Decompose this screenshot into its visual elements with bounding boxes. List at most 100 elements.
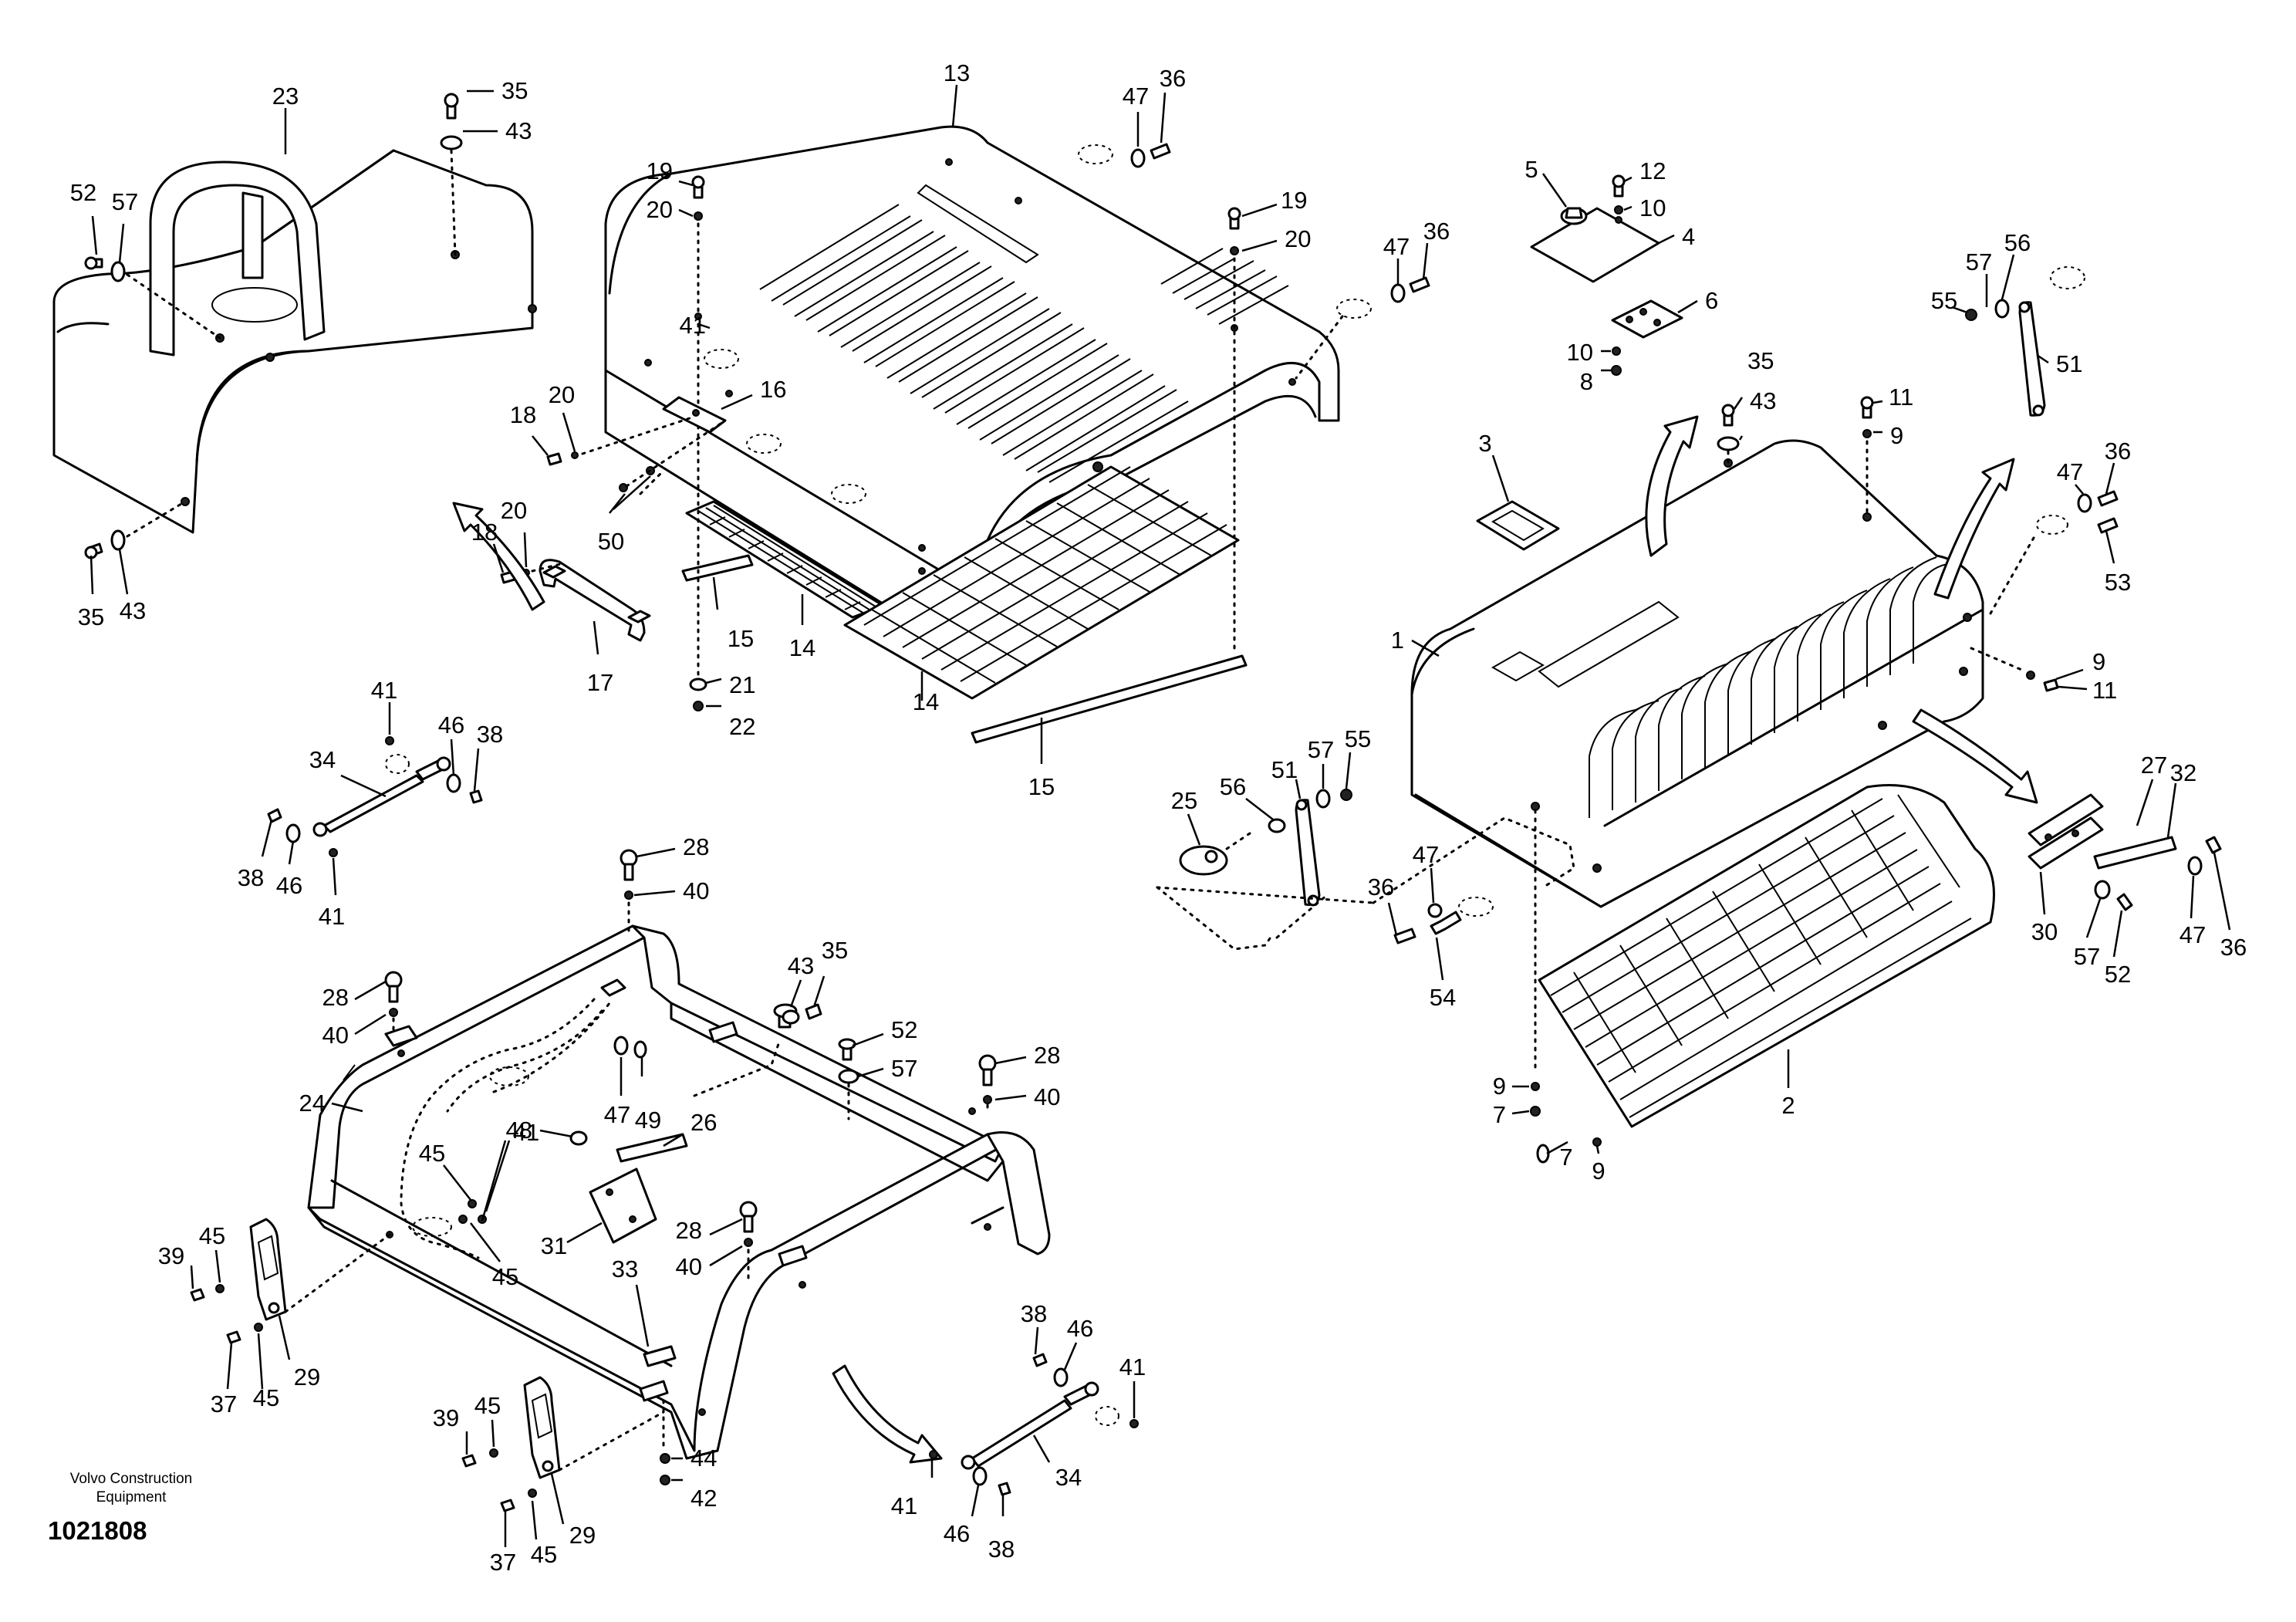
callout: 37 bbox=[211, 1391, 237, 1418]
callout: 45 bbox=[253, 1384, 279, 1411]
hardware-hood bbox=[1530, 396, 2119, 1117]
callout: 22 bbox=[729, 713, 755, 740]
callout: 46 bbox=[1067, 1315, 1093, 1342]
callout: 3 bbox=[1478, 430, 1491, 457]
callout: 5 bbox=[1524, 156, 1538, 183]
callout: 15 bbox=[728, 625, 754, 652]
cable-and-plate-31 bbox=[400, 998, 798, 1485]
callout: 41 bbox=[319, 903, 345, 930]
callout: 35 bbox=[1747, 347, 1774, 374]
callout: 36 bbox=[1160, 65, 1186, 92]
callout: 20 bbox=[647, 196, 673, 223]
callout: 48 bbox=[506, 1117, 532, 1144]
callout: 17 bbox=[587, 669, 613, 696]
callout: 43 bbox=[788, 952, 814, 979]
callout: 40 bbox=[683, 877, 709, 904]
callout: 8 bbox=[1580, 368, 1593, 395]
leader-lines bbox=[89, 84, 2231, 1547]
callout: 47 bbox=[604, 1101, 630, 1128]
callout: 38 bbox=[1021, 1300, 1047, 1327]
callout: 38 bbox=[238, 864, 264, 891]
callout: 23 bbox=[272, 83, 299, 110]
callout: 18 bbox=[510, 401, 536, 428]
callout: 29 bbox=[294, 1363, 320, 1391]
callout: 56 bbox=[1220, 773, 1246, 800]
callout: 1 bbox=[1391, 627, 1404, 654]
callout: 44 bbox=[690, 1445, 717, 1472]
callout: 10 bbox=[1639, 194, 1666, 221]
callout: 18 bbox=[471, 519, 498, 546]
callout: 7 bbox=[1559, 1144, 1572, 1171]
callout: 47 bbox=[2180, 921, 2206, 948]
callout-labels: 23 35 43 52 57 35 43 13 47 36 19 20 19 2… bbox=[70, 59, 2247, 1576]
callout: 41 bbox=[371, 677, 397, 704]
top-cover-13 bbox=[604, 125, 1340, 665]
callout: 26 bbox=[690, 1109, 717, 1136]
callout: 47 bbox=[1383, 233, 1410, 260]
callout: 40 bbox=[676, 1253, 702, 1280]
callout: 9 bbox=[1890, 422, 1903, 449]
callout: 20 bbox=[1285, 225, 1311, 252]
callout: 32 bbox=[2170, 759, 2196, 786]
callout: 16 bbox=[760, 376, 786, 403]
callout: 57 bbox=[1966, 248, 1992, 275]
callout: 28 bbox=[676, 1217, 702, 1244]
callout: 19 bbox=[1281, 187, 1307, 214]
callout: 10 bbox=[1567, 339, 1593, 366]
callout: 41 bbox=[891, 1492, 917, 1519]
callout: 24 bbox=[299, 1090, 326, 1117]
callout: 19 bbox=[647, 157, 673, 184]
callout: 21 bbox=[729, 671, 755, 698]
plate-4 bbox=[1530, 174, 1683, 376]
callout: 11 bbox=[2092, 677, 2117, 704]
callout: 36 bbox=[2220, 934, 2247, 961]
stay-51-top bbox=[1965, 266, 2085, 417]
callout: 9 bbox=[1493, 1073, 1506, 1100]
callout: 35 bbox=[501, 77, 528, 104]
callout: 57 bbox=[891, 1055, 917, 1082]
callout: 36 bbox=[2105, 438, 2131, 465]
hinge-27 bbox=[2028, 793, 2222, 911]
callout: 40 bbox=[322, 1022, 349, 1049]
callout: 54 bbox=[1430, 984, 1456, 1011]
callout: 38 bbox=[477, 721, 503, 748]
callout: 41 bbox=[680, 312, 706, 339]
frame-24 bbox=[307, 924, 1051, 1460]
callout: 12 bbox=[1639, 157, 1666, 184]
callout: 57 bbox=[112, 188, 138, 215]
callout: 45 bbox=[419, 1140, 445, 1167]
callout: 37 bbox=[490, 1549, 516, 1576]
callout: 4 bbox=[1682, 223, 1695, 250]
callout: 45 bbox=[474, 1392, 501, 1419]
callout: 45 bbox=[199, 1222, 225, 1249]
gas-strut-34 bbox=[267, 736, 1139, 1496]
callout: 46 bbox=[276, 872, 302, 899]
callout: 57 bbox=[2074, 943, 2100, 970]
callout: 38 bbox=[988, 1536, 1015, 1563]
callout: 20 bbox=[501, 497, 527, 524]
rear-cover-with-handle bbox=[52, 149, 537, 534]
callout: 9 bbox=[2092, 648, 2105, 675]
callout: 52 bbox=[70, 179, 96, 206]
hardware-13 bbox=[689, 143, 1430, 711]
callout: 45 bbox=[531, 1541, 557, 1568]
callout: 56 bbox=[2004, 229, 2031, 256]
callout: 9 bbox=[1592, 1157, 1605, 1184]
callout: 31 bbox=[541, 1232, 567, 1259]
bracket-3 bbox=[1476, 500, 1560, 551]
callout: 13 bbox=[944, 59, 970, 86]
callout: 6 bbox=[1705, 287, 1718, 314]
callout: 28 bbox=[1034, 1042, 1060, 1069]
callout: 14 bbox=[789, 634, 815, 661]
callout: 35 bbox=[822, 937, 848, 964]
callout: 47 bbox=[1413, 841, 1439, 868]
callout: 49 bbox=[635, 1107, 661, 1134]
callout: 41 bbox=[513, 1119, 539, 1146]
callout: 28 bbox=[683, 833, 709, 860]
callout: 47 bbox=[2057, 458, 2083, 485]
latch-29 bbox=[190, 1218, 677, 1512]
company-line-1: Volvo Construction bbox=[69, 1471, 193, 1487]
callout: 57 bbox=[1308, 736, 1334, 763]
callout: 11 bbox=[1889, 384, 1913, 411]
company-line-2: Equipment bbox=[96, 1489, 167, 1505]
